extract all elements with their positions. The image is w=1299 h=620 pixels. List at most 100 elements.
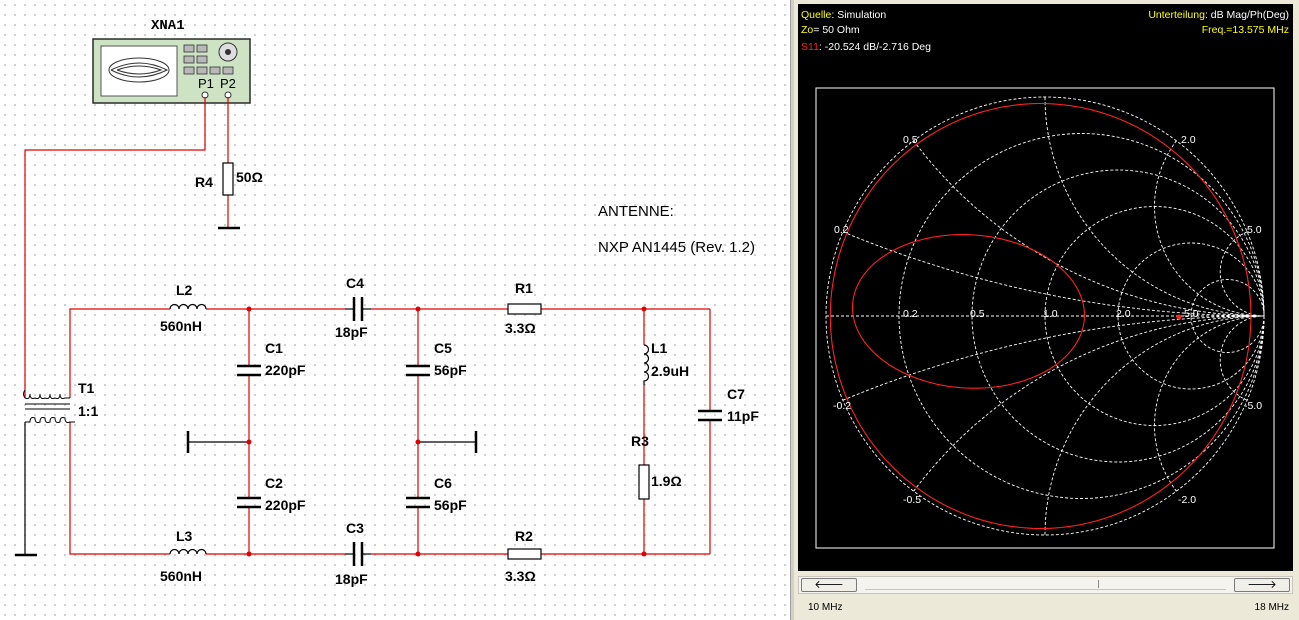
transformer-t1[interactable]: T1 1:1 xyxy=(23,380,99,423)
r3-ref: R3 xyxy=(631,433,649,449)
svg-text:Quelle: Simulation: Quelle: Simulation xyxy=(801,9,886,21)
frequency-start: 10 MHz xyxy=(808,602,843,613)
c2-value: 220pF xyxy=(265,497,306,513)
c3-ref: C3 xyxy=(346,520,364,536)
source-value: : Simulation xyxy=(831,9,886,21)
c3-value: 18pF xyxy=(335,571,368,587)
c1-ref: C1 xyxy=(265,340,283,356)
s11-marker xyxy=(1176,314,1182,320)
arrow-right-icon: 🡒 xyxy=(1247,578,1277,591)
l1-value: 2.9uH xyxy=(651,363,689,379)
r1-ref: R1 xyxy=(515,280,533,296)
c6-ref: C6 xyxy=(434,475,452,491)
svg-text:S11: -20.524 dB/-2.716 Deg: S11: -20.524 dB/-2.716 Deg xyxy=(801,41,931,53)
junction-dots xyxy=(246,306,647,557)
division-value: : dB Mag/Ph(Deg) xyxy=(1205,9,1289,21)
note-appnote: NXP AN1445 (Rev. 1.2) xyxy=(598,239,755,256)
c7-value: 11pF xyxy=(727,408,759,424)
note-antenne: ANTENNE: xyxy=(598,203,674,220)
imag-label-5.0: 5.0 xyxy=(1247,224,1262,236)
r4-ref: R4 xyxy=(195,174,213,190)
frequency-scrollbar[interactable]: 🡐 🡒 xyxy=(798,576,1293,594)
s11-trace-loop xyxy=(851,234,1085,389)
ground-symbols xyxy=(15,226,478,557)
source-label: Quelle xyxy=(801,9,832,21)
c6-value: 56pF xyxy=(434,497,467,513)
frequency-end: 18 MHz xyxy=(1254,602,1289,613)
real-label-2.0: 2.0 xyxy=(1116,308,1131,320)
t1-value: 1:1 xyxy=(78,403,98,419)
imag-label-neg0.2: -0.2 xyxy=(833,400,851,412)
xna1-label: XNA1 xyxy=(151,18,185,34)
c5-ref: C5 xyxy=(434,340,452,356)
capacitor-c5[interactable]: C5 56pF xyxy=(406,340,467,378)
r2-ref: R2 xyxy=(515,528,533,544)
s11-trace-outer xyxy=(829,102,1252,530)
svg-text:Unterteilung: dB Mag/Ph(Deg): Unterteilung: dB Mag/Ph(Deg) xyxy=(1148,9,1289,21)
s11-label: S11 xyxy=(801,41,819,53)
network-analyzer-window: Quelle: Simulation Zo= 50 Ohm S11: -20.5… xyxy=(794,0,1299,620)
imag-label-2.0: 2.0 xyxy=(1181,134,1196,146)
resistance-circle xyxy=(1190,279,1265,353)
r1-value: 3.3Ω xyxy=(505,320,536,336)
c2-ref: C2 xyxy=(265,475,283,491)
real-label-0.5: 0.5 xyxy=(970,308,985,320)
imag-label-neg5.0: -5.0 xyxy=(1244,400,1262,412)
imag-label-neg0.5: -0.5 xyxy=(903,494,921,506)
imag-label-0.5: 0.5 xyxy=(903,134,918,146)
capacitor-c3[interactable]: C3 18pF xyxy=(335,520,371,587)
inductor-l1[interactable]: L1 2.9uH xyxy=(643,340,689,385)
c4-ref: C4 xyxy=(346,275,364,291)
scroll-track[interactable] xyxy=(865,580,1226,590)
s11-trace xyxy=(829,102,1252,530)
scroll-left-button[interactable]: 🡐 xyxy=(801,578,857,592)
resistor-r4[interactable]: R4 50Ω xyxy=(195,162,263,196)
resistor-r3[interactable]: R3 1.9Ω xyxy=(631,433,682,500)
schematic-canvas[interactable]: XNA1 P1 P2 xyxy=(0,0,790,620)
c7-ref: C7 xyxy=(727,386,745,402)
reactance-arc xyxy=(1219,315,1264,401)
c4-value: 18pF xyxy=(335,324,368,340)
capacitor-c6[interactable]: C6 56pF xyxy=(406,475,467,513)
network-analyzer-xna1[interactable]: XNA1 P1 P2 xyxy=(92,18,251,104)
scroll-thumb[interactable] xyxy=(1098,580,1099,588)
reactance-arc xyxy=(1044,97,1264,317)
splitter[interactable] xyxy=(790,0,794,620)
l2-ref: L2 xyxy=(176,282,193,298)
smith-chart-display: Quelle: Simulation Zo= 50 Ohm S11: -20.5… xyxy=(801,9,1289,549)
inductor-l2[interactable]: L2 560nH xyxy=(160,282,207,334)
capacitor-c1[interactable]: C1 220pF xyxy=(237,340,306,378)
freq-value: Freq.=13.575 MHz xyxy=(1202,24,1289,36)
r4-value: 50Ω xyxy=(236,169,263,185)
capacitor-c2[interactable]: C2 220pF xyxy=(237,475,306,513)
scroll-right-button[interactable]: 🡒 xyxy=(1234,578,1290,592)
zo-value: = 50 Ohm xyxy=(813,24,860,36)
real-label-1.0: 1.0 xyxy=(1043,308,1058,320)
reactance-arc xyxy=(1044,315,1264,535)
smith-grid xyxy=(825,96,1265,536)
l2-value: 560nH xyxy=(160,318,202,334)
analyzer-display: Quelle: Simulation Zo= 50 Ohm S11: -20.5… xyxy=(798,4,1293,571)
arrow-left-icon: 🡐 xyxy=(814,578,844,591)
r3-value: 1.9Ω xyxy=(651,473,682,489)
inductor-l3[interactable]: L3 560nH xyxy=(160,528,207,584)
schematic-drawing: XNA1 P1 P2 xyxy=(15,18,759,587)
capacitor-c4[interactable]: C4 18pF xyxy=(335,275,371,340)
resistor-r1[interactable]: R1 3.3Ω xyxy=(505,280,542,336)
s11-value: : -20.524 dB/-2.716 Deg xyxy=(819,41,931,53)
division-label: Unterteilung xyxy=(1148,9,1205,21)
imag-label-0.2: 0.2 xyxy=(834,224,849,236)
t1-ref: T1 xyxy=(78,380,95,396)
real-label-5.0: 5.0 xyxy=(1184,308,1199,320)
zo-label: Zo xyxy=(801,24,813,36)
real-label-0.2: 0.2 xyxy=(903,308,918,320)
capacitor-c7[interactable]: C7 11pF xyxy=(698,386,759,424)
smith-labels: 0.2 0.5 1.0 2.0 5.0 0.2 0.5 2.0 5.0 -0.2… xyxy=(833,134,1262,506)
chart-frame xyxy=(815,87,1275,549)
resistor-r2[interactable]: R2 3.3Ω xyxy=(505,528,542,584)
port1-label: P1 xyxy=(198,76,214,91)
r2-value: 3.3Ω xyxy=(505,568,536,584)
reactance-arc xyxy=(1219,231,1264,317)
port2-label: P2 xyxy=(220,76,236,91)
circuit-wires xyxy=(24,97,711,555)
